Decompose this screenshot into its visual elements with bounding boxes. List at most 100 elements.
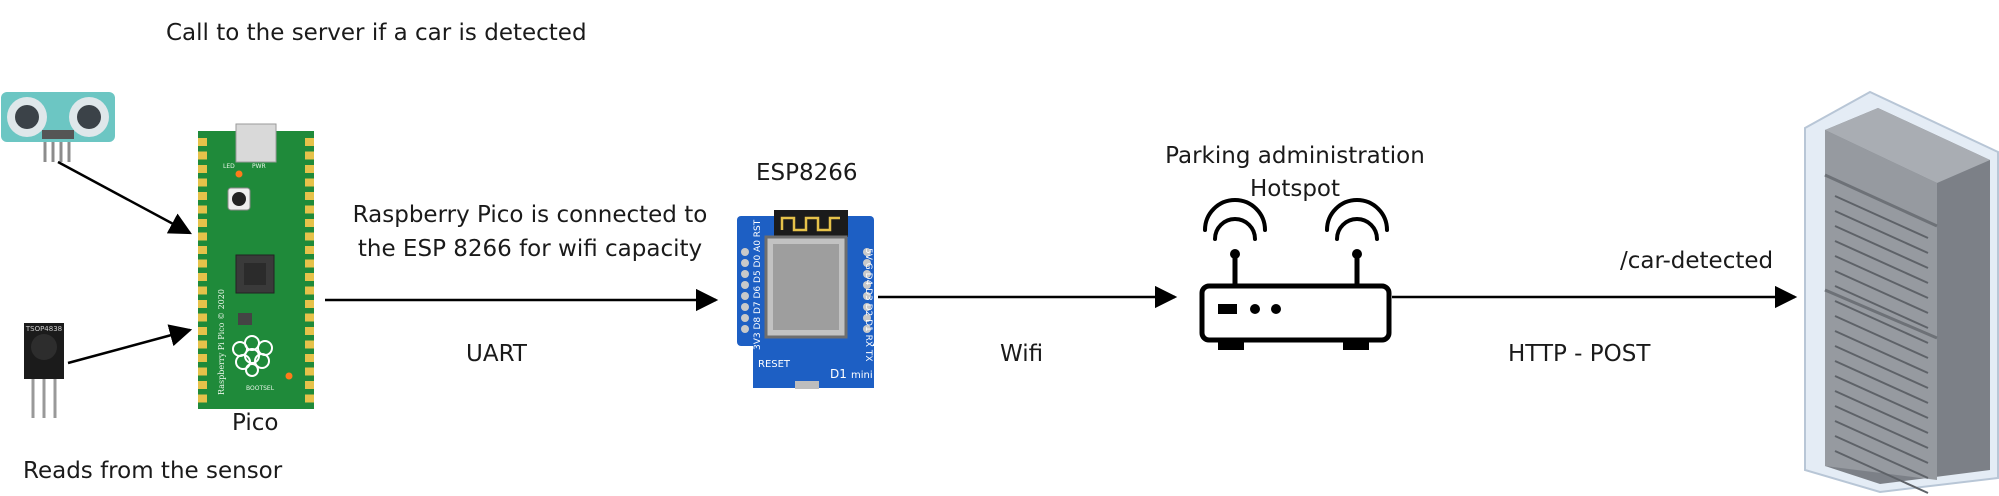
hotspot-label: Hotspot — [1249, 176, 1341, 202]
esp-pin — [863, 303, 871, 311]
pico-pin — [305, 259, 314, 268]
svg-text:RESET: RESET — [758, 359, 791, 370]
pico-pin — [305, 313, 314, 322]
pico-pin — [198, 151, 207, 160]
pico-pin — [198, 273, 207, 281]
svg-text:LED: LED — [223, 163, 235, 170]
server-slot — [1834, 435, 1929, 479]
pico-pin — [198, 259, 207, 268]
pico-pin — [198, 367, 207, 376]
pico-pin — [198, 286, 207, 295]
server-slot — [1834, 285, 1929, 329]
pico-pin — [305, 192, 314, 200]
pico-pin — [198, 138, 207, 146]
pico-pin — [198, 192, 207, 200]
svg-text:5V G D4 D3 D2 D1 RX TX: 5V G D4 D3 D2 D1 RX TX — [863, 248, 873, 362]
svg-text:D1: D1 — [830, 367, 847, 381]
ir-to-pico-arrow — [67, 324, 193, 365]
server-slot — [1834, 210, 1929, 254]
svg-text:mini: mini — [851, 370, 873, 381]
pico-pin — [305, 178, 314, 187]
esp-pin — [863, 259, 871, 267]
esp-pin — [863, 325, 871, 333]
server-slot — [1834, 420, 1929, 464]
router-icon — [1199, 198, 1392, 350]
esp-title: ESP8266 — [756, 160, 858, 186]
esp-pin — [741, 292, 749, 300]
reads-sensor-label: Reads from the sensor — [23, 458, 283, 484]
server-slot — [1834, 450, 1929, 494]
server-slot — [1834, 270, 1929, 314]
server-slot — [1834, 360, 1929, 404]
esp-pin — [741, 314, 749, 322]
server-slot — [1834, 315, 1929, 359]
pico-pin — [305, 138, 314, 146]
pico-pin — [305, 246, 314, 254]
server-slot — [1834, 405, 1929, 449]
pico-pin — [305, 354, 314, 362]
esp-pin — [741, 303, 749, 311]
pico-pin — [198, 232, 207, 241]
pico-pin — [305, 286, 314, 295]
pico-pin — [198, 394, 207, 403]
esp-pin — [741, 270, 749, 278]
esp-pin — [741, 325, 749, 333]
server-slot — [1834, 300, 1929, 344]
pico-pin — [198, 381, 207, 389]
server-slot — [1834, 390, 1929, 434]
ultrasonic-sensor-icon — [1, 92, 115, 162]
pico-silk-text: Raspberry Pi Pico © 2020 — [217, 289, 226, 395]
endpoint-label: /car-detected — [1620, 248, 1774, 274]
server-slot — [1834, 345, 1929, 389]
pico-pin — [198, 354, 207, 362]
svg-text:BOOTSEL: BOOTSEL — [246, 385, 275, 392]
pico-pin — [305, 340, 314, 349]
pico-pin — [305, 367, 314, 376]
pico-pin — [198, 300, 207, 308]
esp-pin — [863, 281, 871, 289]
server-slot — [1834, 240, 1929, 284]
ultrasonic-to-pico-arrow — [57, 160, 192, 235]
pico-pin — [305, 205, 314, 214]
pico-pin — [305, 273, 314, 281]
svg-text:PWR: PWR — [252, 163, 266, 170]
esp-pin — [863, 314, 871, 322]
pico-pin — [305, 232, 314, 241]
esp8266-board-icon: 3V3 D8 D7 D6 D5 D0 A0 RST 5V G D4 D3 D2 … — [737, 210, 874, 389]
pico-pin — [305, 151, 314, 160]
server-slot — [1834, 255, 1929, 299]
server-rack-icon — [1804, 90, 1999, 494]
ir-part-text: TSOP4838 — [25, 325, 62, 333]
pico-esp-caption-line1: Raspberry Pico is connected to — [352, 202, 708, 228]
server-slot — [1834, 375, 1929, 419]
esp-pin — [863, 248, 871, 256]
esp-pin — [741, 281, 749, 289]
pico-pin — [198, 327, 207, 335]
top-call-label: Call to the server if a car is detected — [166, 20, 587, 46]
server-slot — [1834, 195, 1929, 239]
esp-pin — [863, 270, 871, 278]
pico-pin — [305, 219, 314, 227]
server-slot — [1834, 330, 1929, 374]
raspberry-pico-icon: LED PWR BOOTSEL Raspberry Pi Pico © 2020 — [198, 123, 314, 409]
pico-pin — [305, 394, 314, 403]
server-slot — [1834, 225, 1929, 269]
pico-pin — [198, 219, 207, 227]
pico-pin — [198, 246, 207, 254]
pico-pin — [305, 381, 314, 389]
pico-label: Pico — [232, 410, 279, 436]
pico-pin — [198, 178, 207, 187]
pico-pin — [198, 313, 207, 322]
esp-pin — [741, 259, 749, 267]
uart-label: UART — [466, 341, 527, 367]
ir-receiver-icon: TSOP4838 — [24, 323, 64, 418]
wifi-label: Wifi — [1000, 341, 1044, 367]
pico-pin — [305, 300, 314, 308]
pico-esp-caption-line2: the ESP 8266 for wifi capacity — [357, 236, 703, 262]
esp-pin — [863, 292, 871, 300]
pico-pin — [198, 340, 207, 349]
http-post-label: HTTP - POST — [1508, 341, 1651, 367]
pico-pin — [198, 205, 207, 214]
esp-pin — [741, 248, 749, 256]
